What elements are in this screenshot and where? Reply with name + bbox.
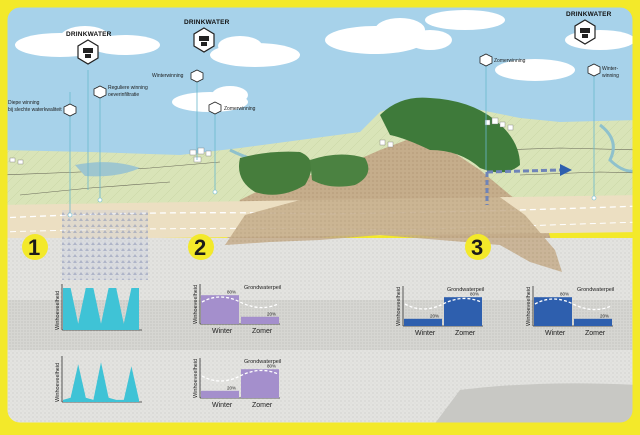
bar-winter (201, 390, 239, 398)
groundwater-curve (201, 369, 279, 382)
svg-text:DRINKWATER: DRINKWATER (566, 11, 612, 18)
svg-text:3: 3 (471, 235, 483, 260)
frame-border (4, 4, 636, 426)
villages (9, 117, 514, 165)
label-reguliere-2: oeverinfiltratie (108, 92, 139, 98)
x-tick-label: Winter (415, 330, 436, 337)
label-diepe-1: Diepe winning (8, 100, 40, 106)
bar-value-label: 20% (227, 385, 236, 390)
drinkwater-icon-1: DRINKWATER (66, 31, 112, 65)
groundwater-curve (404, 297, 482, 310)
area-series (63, 362, 139, 402)
x-tick-label: Zomer (455, 330, 476, 337)
section-marker-1: 1 (22, 234, 48, 260)
svg-text:DRINKWATER: DRINKWATER (66, 31, 112, 38)
x-tick-label: Winter (545, 330, 566, 337)
groundwater-curve (201, 296, 279, 309)
section-marker-3: 3 (465, 234, 491, 260)
svg-text:1: 1 (28, 235, 40, 260)
grondwaterpeil-label: Grondwaterpeil (244, 359, 281, 365)
svg-text:DRINKWATER: DRINKWATER (184, 19, 230, 26)
label-winterwinning-right-2: winning (602, 73, 619, 79)
forest-patch (239, 151, 312, 195)
drinkwater-icon-2: DRINKWATER (184, 19, 230, 53)
bar-value-label: 20% (600, 313, 609, 318)
bar-value-label: 80% (560, 292, 569, 297)
y-axis-label: Winhoeveelheid (526, 287, 532, 326)
label-reguliere-1: Reguliere winning (108, 85, 148, 91)
y-axis-label: Winhoeveelheid (55, 363, 61, 402)
y-axis-label: Winhoeveelheid (193, 285, 199, 324)
label-zomerwinning-right: Zomerwinning (494, 58, 526, 64)
label-winterwinning-right-1: Winter- (602, 66, 618, 72)
deep-layer (430, 383, 634, 424)
dune-core (225, 168, 562, 272)
river-right (599, 123, 634, 173)
well-heads (67, 189, 597, 218)
bar-value-label: 80% (227, 290, 236, 295)
bar-zomer (241, 316, 279, 324)
bar-zomer (574, 318, 612, 326)
grondwaterpeil-label: Grondwaterpeil (244, 285, 281, 291)
bar-value-label: 80% (470, 292, 479, 297)
area-series (63, 288, 139, 330)
flow-arrowhead (560, 164, 572, 176)
x-tick-label: Winter (212, 328, 233, 335)
forest-patch-2 (310, 154, 369, 187)
clouds (15, 10, 634, 112)
grondwaterpeil-label: Grondwaterpeil (577, 287, 614, 293)
well-icons (63, 53, 601, 117)
bar-value-label: 20% (267, 311, 276, 316)
bar-zomer (241, 369, 279, 398)
section-marker-2: 2 (188, 234, 214, 260)
x-tick-label: Zomer (252, 402, 273, 409)
groundwater-curve (534, 298, 612, 311)
x-tick-label: Zomer (252, 328, 273, 335)
well-pipes (69, 62, 595, 215)
x-tick-label: Zomer (585, 330, 606, 337)
svg-text:2: 2 (194, 235, 206, 260)
y-axis-label: Winhoeveelheid (396, 287, 402, 326)
x-tick-label: Winter (212, 402, 233, 409)
flow-arrow (486, 168, 561, 174)
bar-value-label: 20% (430, 313, 439, 318)
label-winterwinning: Winterwinning (152, 73, 184, 79)
bar-value-label: 80% (267, 364, 276, 369)
infiltration-zone (62, 210, 148, 280)
bar-zomer (444, 297, 482, 326)
chart-panels: WinhoeveelheidWinhoeveelheidWinhoeveelhe… (55, 284, 614, 409)
forest (380, 97, 520, 173)
grondwaterpeil-label: Grondwaterpeil (447, 287, 484, 293)
drinkwater-icon-3: DRINKWATER (566, 11, 612, 45)
y-axis-label: Winhoeveelheid (55, 291, 61, 330)
label-diepe-2: bij slechte waterkwaliteit (8, 107, 62, 113)
lake (75, 162, 140, 177)
label-zomerwinning: Zomerwinning (224, 106, 256, 112)
bar-winter (404, 318, 442, 326)
y-axis-label: Winhoeveelheid (193, 359, 199, 398)
